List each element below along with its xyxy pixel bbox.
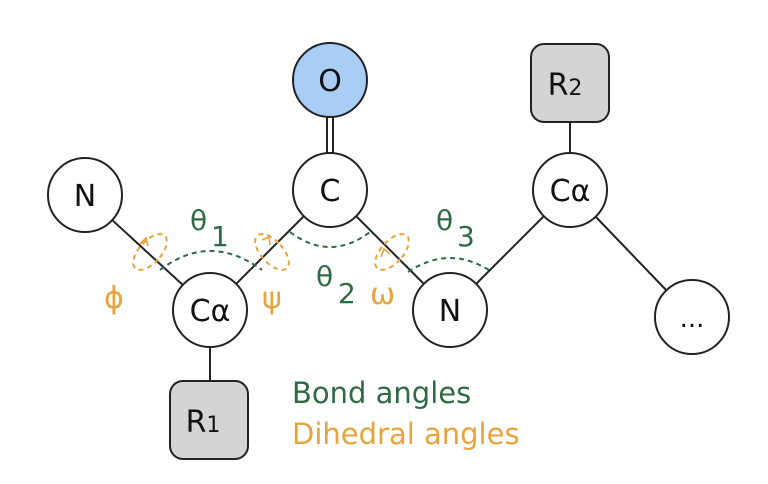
theta1-arc [159, 250, 263, 271]
atom-oxygen: O [292, 42, 368, 118]
atom-label: Cα [190, 294, 231, 329]
r2-label: R [548, 68, 569, 103]
theta2-arc [289, 231, 371, 248]
theta1-subscript: 1 [211, 220, 229, 253]
legend-dihedral-angles: Dihedral angles [292, 417, 520, 451]
atom-label: N [74, 179, 96, 214]
psi-rotation-indicator [254, 233, 290, 271]
phi-rotation-indicator [132, 233, 168, 271]
atom-label: ... [680, 304, 705, 334]
omega-rotation-indicator [374, 233, 410, 271]
theta3-subscript: 3 [457, 220, 475, 253]
phi-arrow-icon [139, 236, 149, 247]
omega-label: ω [370, 277, 395, 312]
atom-label: O [318, 64, 342, 99]
svg-text:R1: R1 [186, 405, 221, 440]
psi-label: ψ [262, 281, 282, 316]
side-chain-r1: R1 [169, 380, 249, 460]
r1-subscript: 1 [206, 413, 220, 438]
atom-label: N [439, 294, 461, 329]
theta1-label: θ [190, 204, 207, 237]
legend-bond-angles: Bond angles [292, 376, 471, 410]
phi-label: ϕ [104, 281, 124, 316]
legend: Bond angles Dihedral angles [292, 376, 520, 451]
atom-label: Cα [550, 174, 591, 209]
atom-ca1: Cα [172, 272, 248, 348]
psi-arrow-icon [261, 235, 271, 246]
atom-n-terminal: N [47, 157, 123, 233]
theta3-label: θ [436, 204, 453, 237]
theta2-subscript: 2 [338, 277, 356, 310]
theta2-label: θ [316, 260, 333, 293]
atom-n2: N [412, 272, 488, 348]
bonds [84, 80, 693, 420]
atom-carbonyl-c: C [292, 152, 368, 228]
atom-ca2: Cα [532, 152, 608, 228]
atom-continuation: ... [654, 279, 730, 355]
r2-subscript: 2 [568, 76, 582, 101]
theta3-arc [407, 257, 493, 273]
side-chain-r2: R2 [530, 43, 610, 123]
r1-label: R [186, 405, 207, 440]
atom-label: C [320, 174, 341, 209]
svg-text:R2: R2 [548, 68, 583, 103]
omega-arrow-icon [380, 247, 391, 258]
